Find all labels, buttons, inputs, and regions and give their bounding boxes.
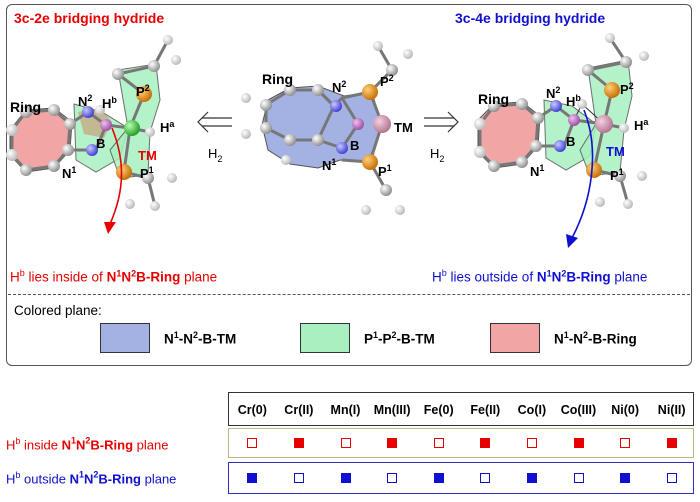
molecule-diagram: Ring N2 N1 Hb B TM Ha P2 P1 — [6, 33, 649, 248]
open-square-mark — [480, 473, 491, 483]
column-header: Co(I) — [517, 403, 547, 417]
right-n2-label: N2 — [546, 85, 560, 101]
center-molecule: Ring N2 N1 B TM P2 P1 — [241, 41, 413, 215]
legend-label-p1p2btm: P1-P2-B-TM — [364, 330, 435, 347]
open-square-mark — [387, 473, 398, 483]
right-double-arrow — [424, 111, 459, 133]
left-title: 3c-2e bridging hydride — [14, 10, 165, 26]
left-p1-label: P1 — [140, 165, 154, 181]
legend-swatch-n1n2bring — [490, 323, 540, 353]
right-blue-arrowhead — [566, 234, 578, 248]
filled-square-mark — [387, 438, 398, 448]
column-header: Ni(0) — [611, 403, 639, 417]
left-n2-label: N2 — [78, 93, 92, 109]
filled-square-mark — [620, 473, 631, 483]
right-p1-label: P1 — [610, 167, 624, 183]
legend-swatch-n1n2btm — [100, 323, 150, 353]
left-hb-label: Hb — [102, 95, 117, 111]
legend-label-n1n2btm: N1-N2-B-TM — [164, 330, 237, 347]
table-header: Cr(0) Cr(II) Mn(I) Mn(III) Fe(0) Fe(II) Co(I) C… — [228, 392, 694, 426]
left-n1-label: N1 — [62, 165, 76, 181]
filled-square-mark — [480, 438, 491, 448]
column-header: Cr(0) — [237, 403, 267, 417]
open-square-mark — [293, 473, 304, 483]
filled-square-mark — [666, 438, 677, 448]
filled-square-mark — [573, 438, 584, 448]
right-ring-label: Ring — [478, 91, 509, 107]
column-header: Ni(II) — [657, 403, 686, 417]
open-square-mark — [526, 438, 537, 448]
left-tm-label: TM — [138, 148, 157, 163]
right-ha-label: Ha — [634, 117, 649, 133]
right-blue-arrow — [571, 109, 594, 239]
open-square-mark — [247, 438, 258, 448]
center-tm-label: TM — [394, 120, 413, 135]
legend-title: Colored plane: — [14, 303, 102, 318]
column-header: Co(III) — [560, 403, 597, 417]
left-red-arrow — [109, 127, 123, 225]
filled-square-mark — [526, 473, 537, 483]
row-label-inside: Hb inside N1N2B-Ring plane — [6, 436, 169, 453]
left-h2-label: H2 — [208, 146, 222, 164]
column-header: Cr(II) — [284, 403, 314, 417]
right-tm-label: TM — [606, 144, 625, 159]
figure-frame — [6, 4, 692, 366]
legend-swatch-p1p2btm — [300, 323, 350, 353]
dashed-separator — [8, 294, 690, 295]
right-molecule: Ring N2 N1 Hb B TM Ha P2 P1 — [474, 33, 649, 248]
center-ring-label: Ring — [262, 71, 293, 87]
column-header: Mn(III) — [373, 403, 411, 417]
left-molecule: Ring N2 N1 Hb B TM Ha P2 P1 — [6, 35, 181, 234]
center-b-label: B — [350, 138, 359, 153]
column-header: Fe(II) — [470, 403, 501, 417]
left-b-label: B — [96, 136, 105, 151]
center-p2-label: P2 — [380, 73, 394, 89]
filled-square-mark — [247, 473, 258, 483]
left-ring-label: Ring — [10, 99, 41, 115]
open-square-mark — [573, 473, 584, 483]
column-header: Fe(0) — [423, 403, 454, 417]
outside-statement: Hb lies outside of N1N2B-Ring plane — [432, 268, 648, 285]
column-header: Mn(I) — [330, 403, 361, 417]
filled-square-mark — [293, 438, 304, 448]
filled-square-mark — [433, 473, 444, 483]
right-p2-label: P2 — [620, 81, 634, 97]
open-square-mark — [620, 438, 631, 448]
left-p2-label: P2 — [136, 83, 150, 99]
center-plane — [261, 85, 383, 169]
left-double-arrow — [197, 111, 232, 133]
row-label-outside: Hb outside N1N2B-Ring plane — [6, 470, 177, 487]
open-square-mark — [340, 438, 351, 448]
open-square-mark — [433, 438, 444, 448]
table-row-outside — [228, 462, 694, 494]
left-ha-label: Ha — [160, 119, 175, 135]
right-title: 3c-4e bridging hydride — [455, 10, 606, 26]
right-n1-label: N1 — [530, 163, 544, 179]
right-b-label: B — [566, 134, 575, 149]
filled-square-mark — [340, 473, 351, 483]
center-n2-label: N2 — [332, 79, 346, 95]
inside-statement: Hb lies inside of N1N2B-Ring plane — [10, 268, 218, 285]
legend-label-n1n2bring: N1-N2-B-Ring — [554, 330, 637, 347]
table-row-inside — [228, 428, 694, 458]
center-n1-label: N1 — [322, 157, 336, 173]
left-red-arrowhead — [104, 222, 116, 234]
center-p1-label: P1 — [378, 163, 392, 179]
right-hb-label: Hb — [566, 93, 581, 109]
right-h2-label: H2 — [430, 146, 444, 164]
open-square-mark — [666, 473, 677, 483]
